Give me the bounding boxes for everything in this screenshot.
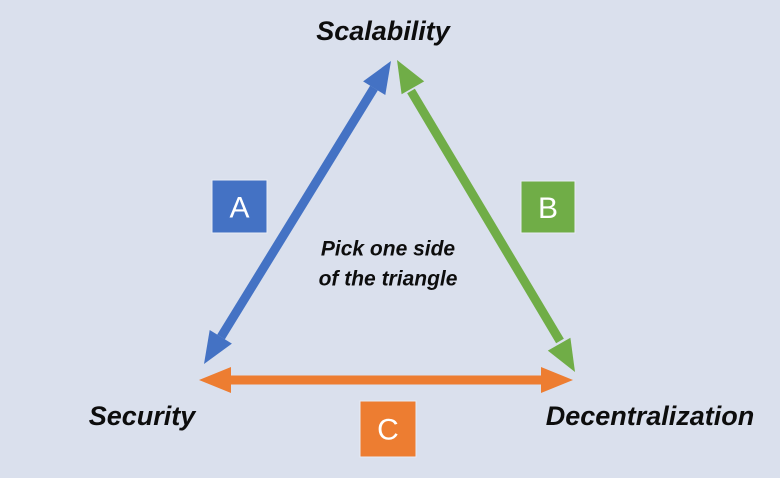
vertex-label-decentralization: Decentralization	[546, 401, 755, 431]
edge-c-arrowhead-right	[541, 367, 573, 393]
center-note: Pick one side of the triangle	[319, 238, 458, 291]
edge-b-box	[520, 180, 576, 234]
edge-a-letter: A	[229, 192, 249, 225]
edge-b-arrowhead-top	[397, 60, 425, 95]
edge-b-line	[407, 88, 564, 344]
edge-b-label-box: B	[520, 180, 576, 234]
edge-a-arrowhead-top	[363, 61, 391, 95]
center-note-line1: Pick one side	[321, 238, 456, 261]
edge-a-arrow	[204, 61, 391, 364]
edge-c-box	[359, 400, 417, 458]
edge-a-box	[211, 179, 268, 234]
edge-a-label-box: A	[211, 179, 268, 234]
edge-c-label-box: C	[359, 400, 417, 458]
edge-c-arrowhead-left	[199, 367, 231, 393]
center-note-line2: of the triangle	[319, 268, 458, 291]
edge-a-line	[217, 85, 378, 340]
edge-a-arrowhead-bottom	[204, 330, 232, 364]
edge-c-arrow	[199, 367, 573, 393]
edge-b-arrow	[397, 60, 575, 372]
edge-b-letter: B	[538, 192, 558, 225]
edge-b-arrowhead-bottom	[547, 337, 575, 372]
edge-c-letter: C	[377, 414, 399, 447]
vertex-label-scalability: Scalability	[316, 16, 452, 46]
vertex-label-security: Security	[89, 401, 198, 431]
